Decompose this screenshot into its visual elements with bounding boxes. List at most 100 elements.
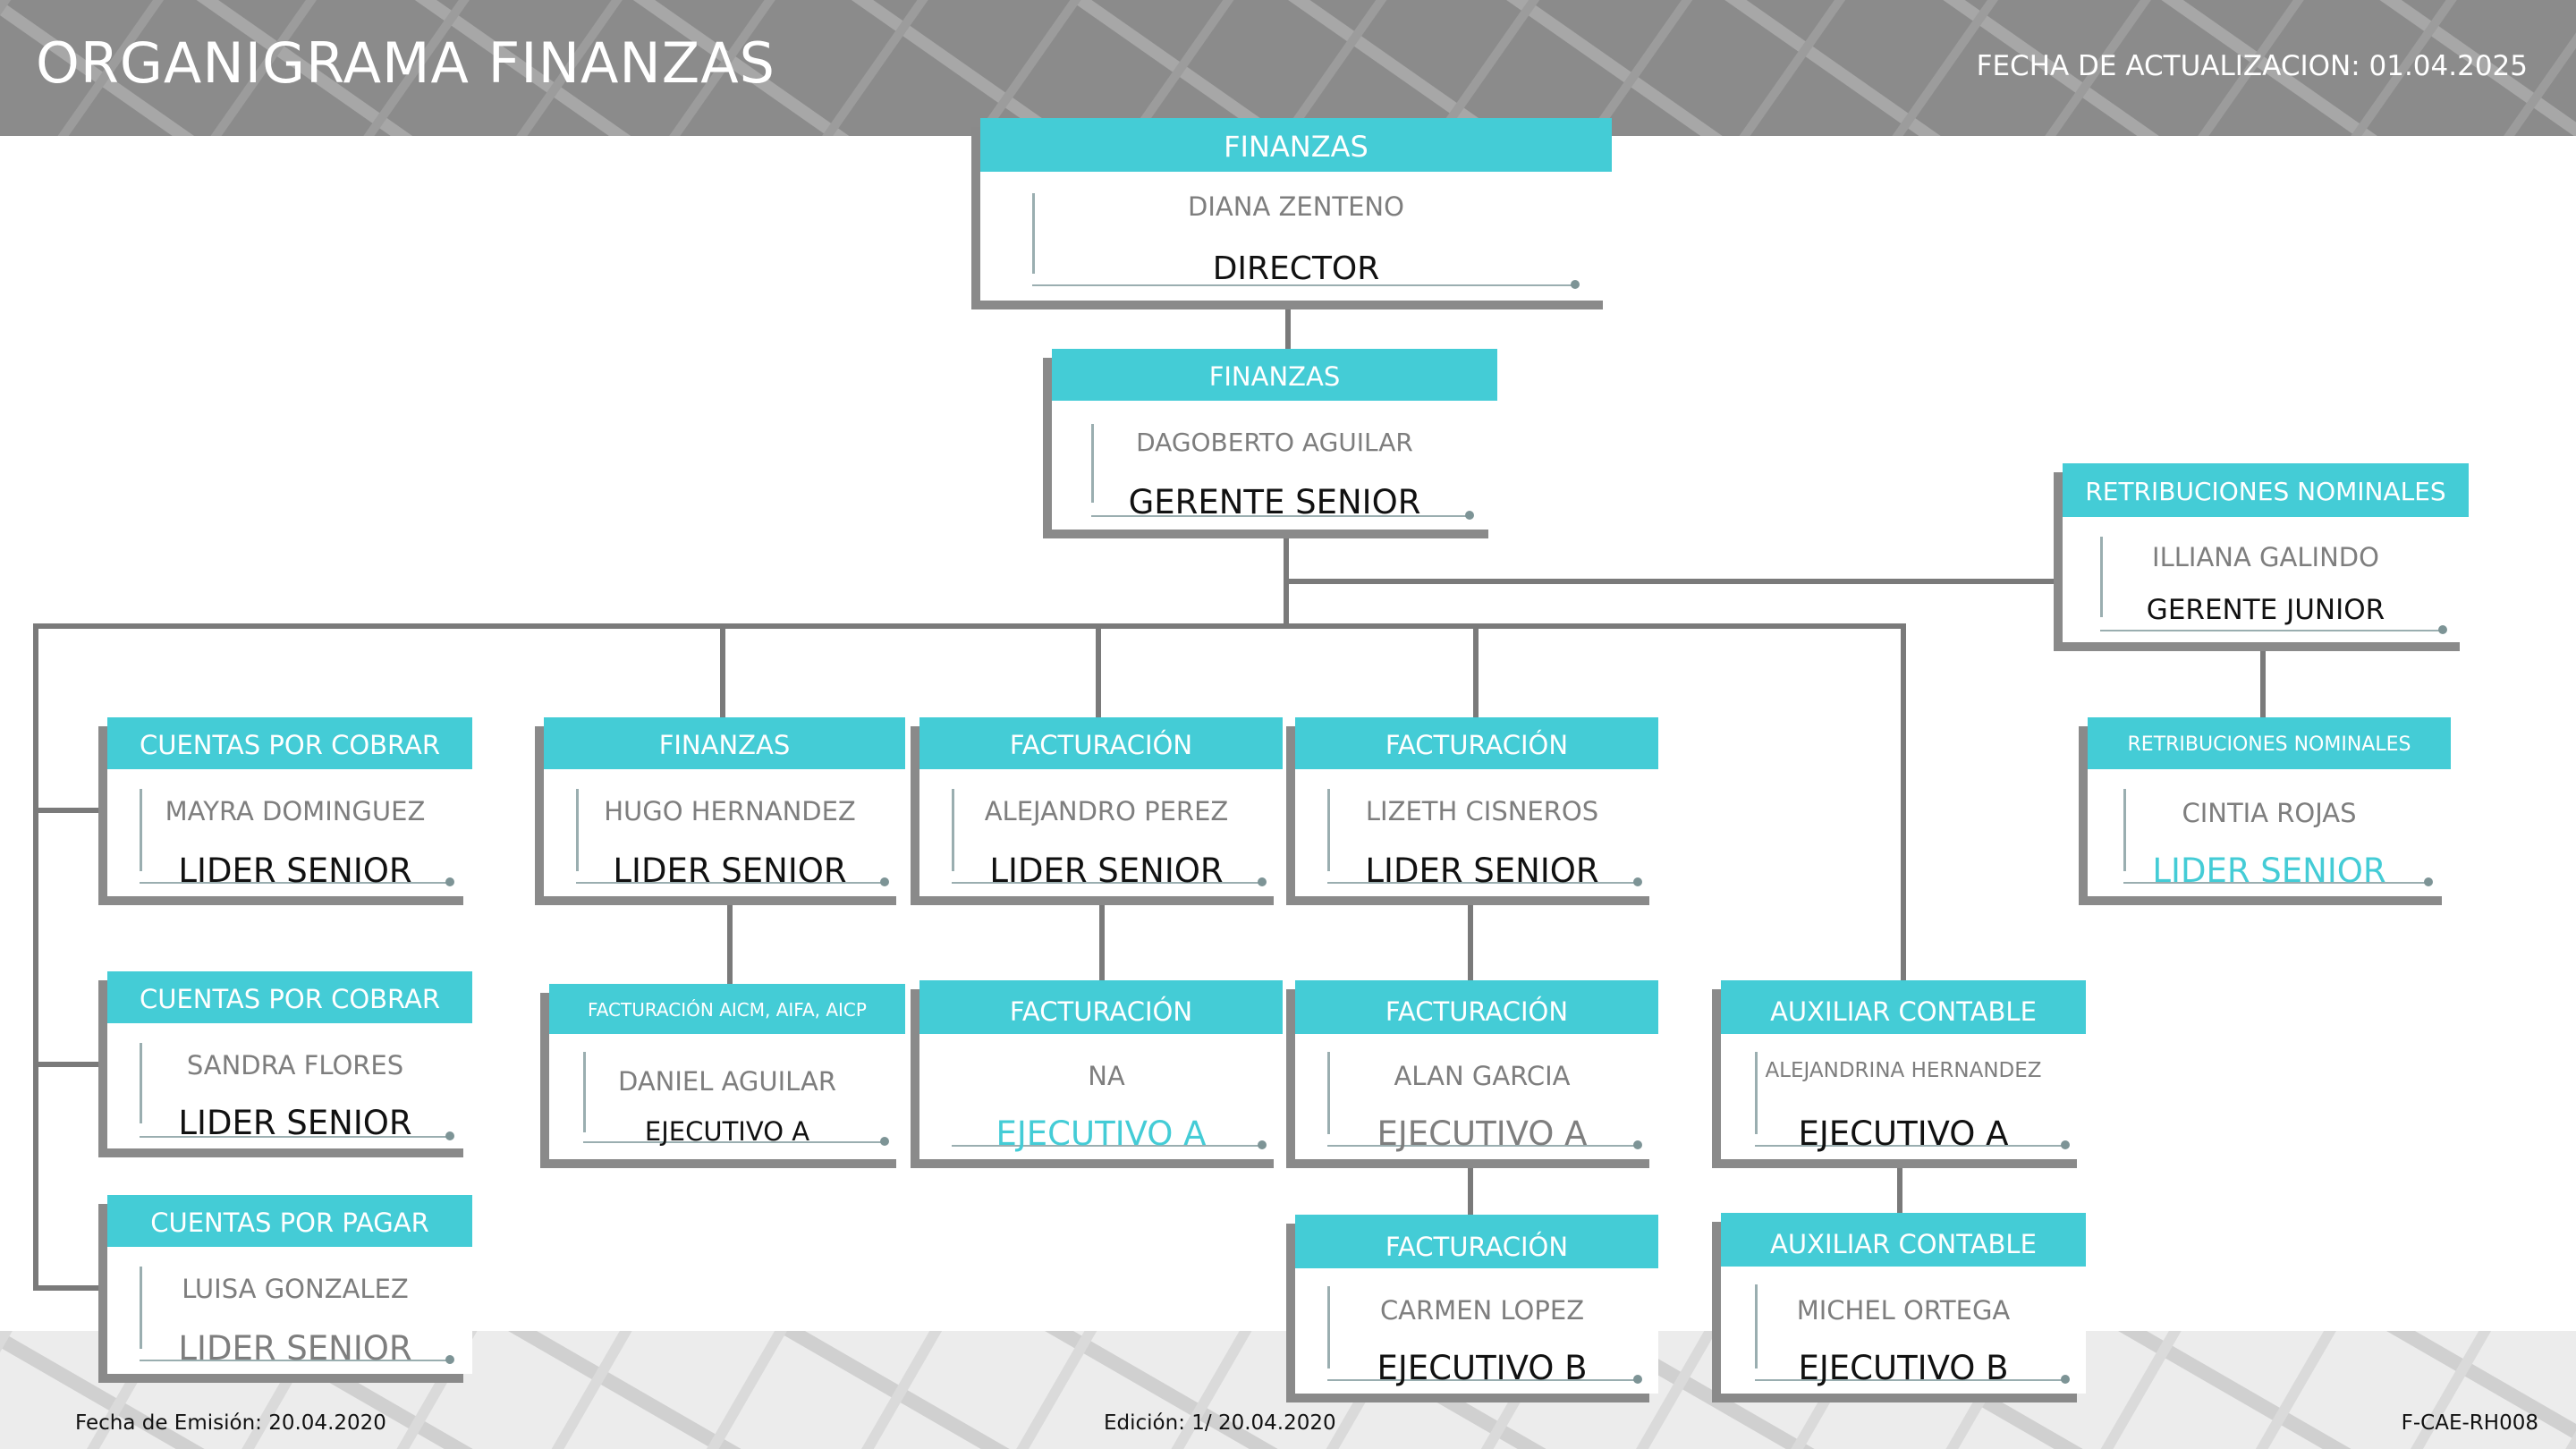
card-accent-dot bbox=[2438, 625, 2447, 634]
header-pattern bbox=[0, 0, 2576, 136]
card-gerente-junior: RETRIBUCIONES NOMINALES ILLIANA GALINDO … bbox=[2063, 463, 2469, 642]
card-accent-line bbox=[1327, 1145, 1639, 1147]
card-name: LUISA GONZALEZ bbox=[182, 1274, 409, 1304]
card-name: NA bbox=[1088, 1061, 1125, 1091]
card-name: ALAN GARCIA bbox=[1394, 1061, 1571, 1091]
card-accent-line bbox=[1032, 193, 1035, 274]
card-role: EJECUTIVO B bbox=[1377, 1349, 1588, 1387]
card-accent-dot bbox=[1571, 280, 1580, 289]
card-dept: FACTURACIÓN bbox=[1295, 1215, 1658, 1268]
card-role: LIDER SENIOR bbox=[178, 852, 412, 890]
footer-edition: Edición: 1/ 20.04.2020 bbox=[1104, 1411, 1336, 1435]
card-accent-line bbox=[952, 1145, 1263, 1147]
card-accent-dot bbox=[1258, 877, 1267, 886]
card-name: ILLIANA GALINDO bbox=[2152, 542, 2379, 572]
card-luisa: CUENTAS POR PAGAR LUISA GONZALEZ LIDER S… bbox=[107, 1195, 472, 1374]
card-daniel: FACTURACIÓN AICM, AIFA, AICP DANIEL AGUI… bbox=[549, 984, 905, 1159]
card-accent-line bbox=[952, 882, 1263, 884]
card-dept: CUENTAS POR COBRAR bbox=[107, 717, 472, 769]
card-alejandrina: AUXILIAR CONTABLE ALEJANDRINA HERNANDEZ … bbox=[1721, 980, 2086, 1159]
card-name: DANIEL AGUILAR bbox=[618, 1066, 836, 1097]
card-role: EJECUTIVO A bbox=[1798, 1114, 2009, 1153]
card-dept: FACTURACIÓN bbox=[919, 717, 1283, 769]
card-gerente-senior: FINANZAS DAGOBERTO AGUILAR GERENTE SENIO… bbox=[1052, 349, 1497, 530]
card-accent-line bbox=[2123, 789, 2126, 871]
card-role: LIDER SENIOR bbox=[613, 852, 847, 890]
card-accent-dot bbox=[445, 1355, 454, 1364]
card-role: EJECUTIVO A bbox=[996, 1114, 1207, 1153]
card-role: GERENTE SENIOR bbox=[1128, 483, 1421, 521]
card-accent-line bbox=[1327, 882, 1639, 884]
card-accent-dot bbox=[1633, 1140, 1642, 1149]
card-dept: AUXILIAR CONTABLE bbox=[1721, 1213, 2086, 1267]
card-role: LIDER SENIOR bbox=[1365, 852, 1599, 890]
card-role: GERENTE JUNIOR bbox=[2146, 594, 2385, 626]
card-accent-line bbox=[2123, 882, 2429, 884]
card-name: MAYRA DOMINGUEZ bbox=[165, 796, 426, 826]
card-accent-line bbox=[1327, 1379, 1639, 1381]
card-accent-line bbox=[1755, 1145, 2066, 1147]
card-accent-line bbox=[1091, 424, 1094, 503]
card-dept: RETRIBUCIONES NOMINALES bbox=[2088, 717, 2451, 769]
card-accent-line bbox=[2100, 537, 2103, 617]
card-name: HUGO HERNANDEZ bbox=[604, 796, 856, 826]
card-dept: CUENTAS POR COBRAR bbox=[107, 971, 472, 1023]
footer-form-code: F-CAE-RH008 bbox=[2401, 1411, 2538, 1435]
card-michel: AUXILIAR CONTABLE MICHEL ORTEGA EJECUTIV… bbox=[1721, 1213, 2086, 1394]
card-name: DAGOBERTO AGUILAR bbox=[1136, 428, 1413, 457]
card-accent-line bbox=[1327, 1286, 1330, 1368]
card-accent-dot bbox=[880, 877, 889, 886]
card-name: LIZETH CISNEROS bbox=[1365, 796, 1599, 826]
card-alan: FACTURACIÓN ALAN GARCIA EJECUTIVO A bbox=[1295, 980, 1658, 1159]
card-dept: FINANZAS bbox=[980, 118, 1612, 172]
card-accent-line bbox=[140, 1267, 142, 1349]
card-lizeth: FACTURACIÓN LIZETH CISNEROS LIDER SENIOR bbox=[1295, 717, 1658, 896]
card-alejandro: FACTURACIÓN ALEJANDRO PEREZ LIDER SENIOR bbox=[919, 717, 1283, 896]
card-dept: FINANZAS bbox=[544, 717, 905, 769]
card-accent-line bbox=[1327, 1052, 1330, 1134]
card-dept: FACTURACIÓN bbox=[1295, 980, 1658, 1034]
card-director: FINANZAS DIANA ZENTENO DIRECTOR bbox=[980, 118, 1612, 301]
card-role: DIRECTOR bbox=[1212, 250, 1380, 287]
card-role: EJECUTIVO A bbox=[1377, 1114, 1588, 1153]
header-banner: ORGANIGRAMA FINANZAS FECHA DE ACTUALIZAC… bbox=[0, 0, 2576, 136]
card-accent-dot bbox=[2424, 877, 2433, 886]
card-accent-line bbox=[140, 1043, 142, 1123]
card-sandra: CUENTAS POR COBRAR SANDRA FLORES LIDER S… bbox=[107, 971, 472, 1148]
card-hugo: FINANZAS HUGO HERNANDEZ LIDER SENIOR bbox=[544, 717, 905, 896]
card-role: EJECUTIVO A bbox=[644, 1116, 810, 1147]
card-accent-line bbox=[140, 1136, 451, 1138]
card-accent-line bbox=[1091, 515, 1470, 517]
card-accent-dot bbox=[2061, 1140, 2070, 1149]
card-dept: FACTURACIÓN AICM, AIFA, AICP bbox=[549, 984, 905, 1034]
card-name: DIANA ZENTENO bbox=[1188, 191, 1404, 222]
card-accent-line bbox=[576, 882, 886, 884]
card-role: LIDER SENIOR bbox=[178, 1104, 412, 1142]
card-dept: FACTURACIÓN bbox=[1295, 717, 1658, 769]
card-accent-line bbox=[1755, 1284, 1758, 1368]
card-accent-line bbox=[1032, 284, 1576, 286]
card-accent-dot bbox=[880, 1137, 889, 1146]
card-role: LIDER SENIOR bbox=[2152, 852, 2386, 890]
card-accent-dot bbox=[1465, 511, 1474, 520]
card-accent-dot bbox=[445, 877, 454, 886]
card-accent-line bbox=[140, 882, 451, 884]
card-carmen: FACTURACIÓN CARMEN LOPEZ EJECUTIVO B bbox=[1295, 1215, 1658, 1394]
card-cintia: RETRIBUCIONES NOMINALES CINTIA ROJAS LID… bbox=[2088, 717, 2451, 896]
card-dept: FACTURACIÓN bbox=[919, 980, 1283, 1034]
card-name: ALEJANDRINA HERNANDEZ bbox=[1765, 1059, 2042, 1082]
card-dept: RETRIBUCIONES NOMINALES bbox=[2063, 463, 2469, 517]
card-accent-dot bbox=[445, 1131, 454, 1140]
card-accent-line bbox=[1755, 1052, 1758, 1134]
update-date: FECHA DE ACTUALIZACION: 01.04.2025 bbox=[1976, 50, 2528, 82]
card-na: FACTURACIÓN NA EJECUTIVO A bbox=[919, 980, 1283, 1159]
card-accent-line bbox=[1327, 789, 1330, 871]
card-accent-line bbox=[583, 1141, 886, 1143]
card-accent-line bbox=[583, 1052, 586, 1132]
card-dept: CUENTAS POR PAGAR bbox=[107, 1195, 472, 1247]
card-name: SANDRA FLORES bbox=[186, 1050, 404, 1080]
card-accent-dot bbox=[1258, 1140, 1267, 1149]
card-accent-line bbox=[140, 789, 142, 871]
card-role: LIDER SENIOR bbox=[989, 852, 1224, 890]
